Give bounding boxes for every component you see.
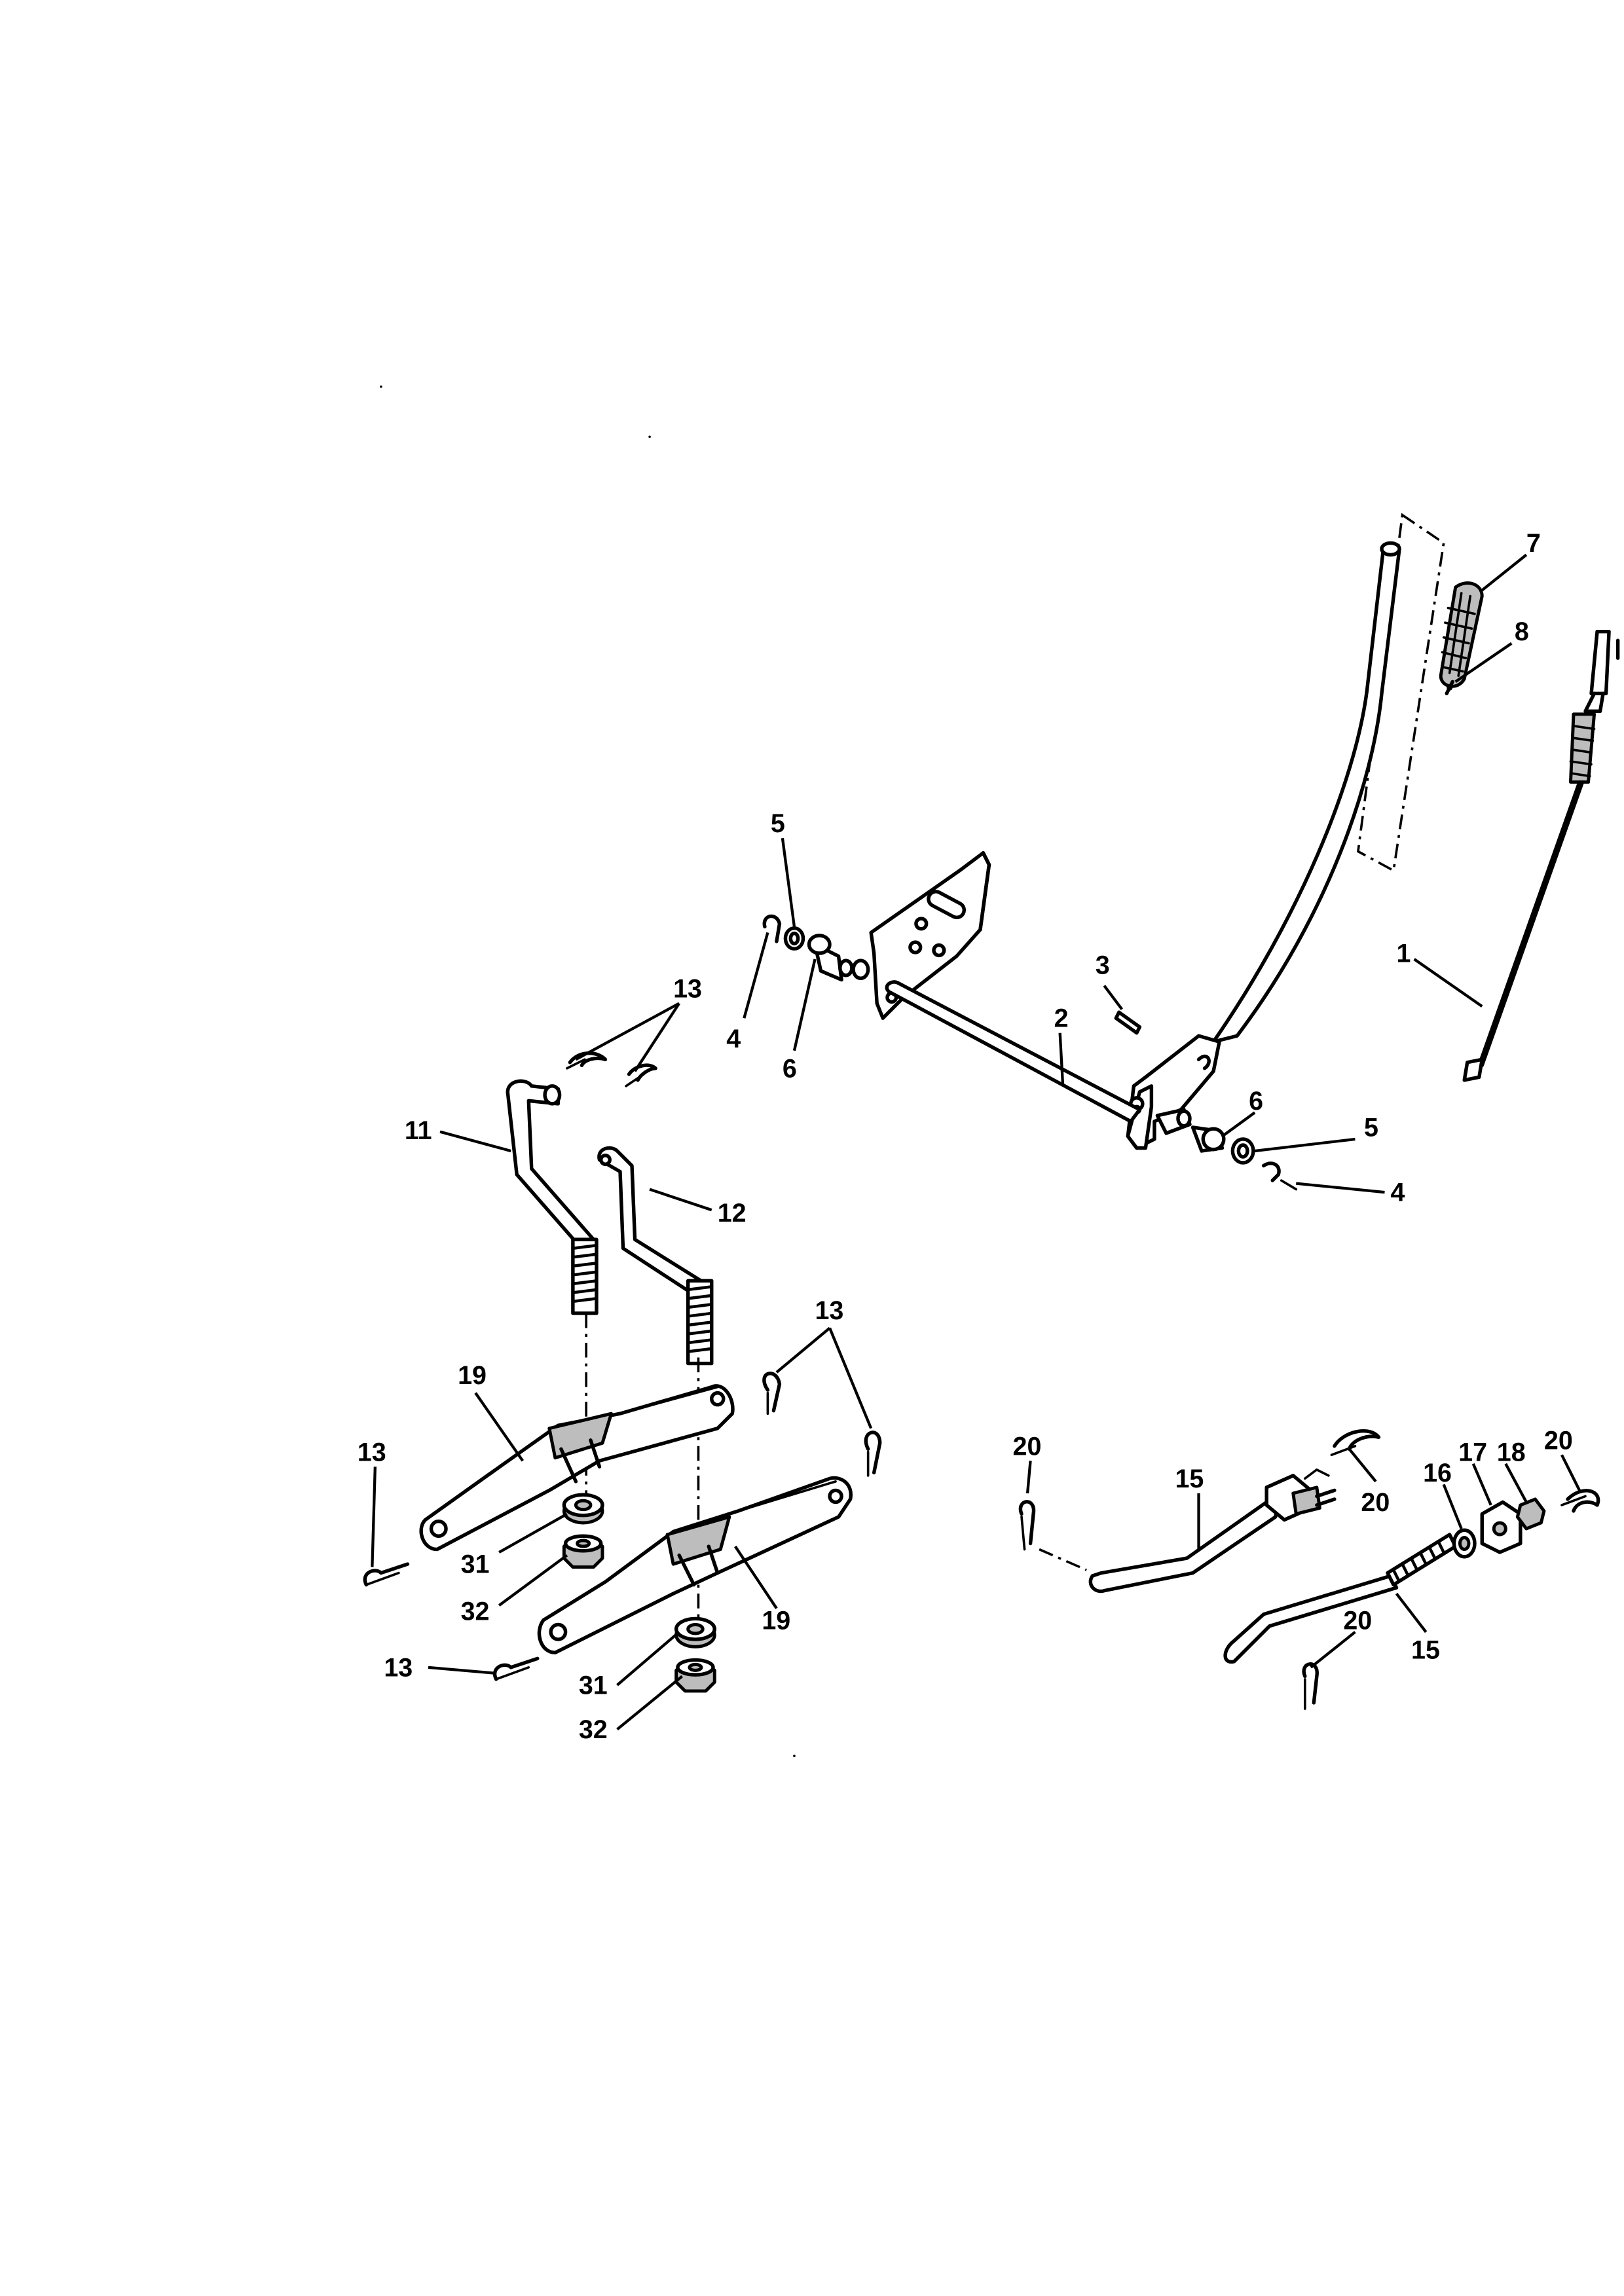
bushing-right	[1190, 1125, 1226, 1153]
callout-8: 8	[1515, 617, 1529, 646]
clip-left	[762, 914, 782, 943]
shaft-stub-left	[851, 958, 870, 981]
callout-15: 15	[1411, 1635, 1440, 1664]
callout-5: 5	[771, 809, 785, 838]
adjust-rod-lower	[1223, 1533, 1458, 1664]
washer-31-upper	[562, 1493, 604, 1525]
handle-tube-end	[1380, 541, 1401, 557]
handle-knob	[1439, 581, 1484, 688]
washer-16	[1452, 1528, 1477, 1559]
callout-32: 32	[461, 1597, 490, 1626]
handle-pivot-plate	[1126, 1084, 1154, 1150]
washer-31-lower	[674, 1616, 716, 1649]
pin-3	[1114, 1010, 1142, 1035]
callout-20: 20	[1361, 1488, 1390, 1517]
callout-labels: 7 8 1 5 4 6 3 2 6 5 4 13 11 12 13 19 13 …	[358, 529, 1573, 1744]
callout-5: 5	[1364, 1113, 1378, 1142]
nut-32-upper	[562, 1534, 604, 1569]
lift-link-11	[506, 1079, 599, 1315]
callout-31: 31	[461, 1550, 490, 1579]
lift-link-12	[597, 1146, 714, 1366]
callout-3: 3	[1096, 951, 1110, 980]
washer-right	[1230, 1137, 1255, 1165]
clips-13-arms	[363, 1372, 882, 1681]
callout-13: 13	[384, 1653, 413, 1682]
lift-plate	[869, 851, 991, 1020]
cross-shaft	[885, 980, 1142, 1123]
cable-spring	[1569, 712, 1596, 784]
callout-31: 31	[579, 1671, 608, 1700]
callout-19: 19	[762, 1606, 790, 1635]
lift-handle-assembly	[1126, 513, 1445, 1150]
callout-16: 16	[1423, 1459, 1452, 1487]
scan-specks	[380, 385, 796, 1757]
callout-18: 18	[1497, 1438, 1526, 1467]
callout-1: 1	[1397, 939, 1411, 968]
callout-12: 12	[718, 1199, 747, 1228]
lift-arm-lower	[537, 1476, 853, 1655]
clip-right	[1261, 1161, 1298, 1191]
bracket-detail	[1196, 1054, 1211, 1070]
nut-32-lower	[674, 1658, 716, 1693]
adjust-rod-upper	[1039, 1468, 1337, 1594]
callout-20: 20	[1013, 1432, 1042, 1461]
callout-13: 13	[815, 1296, 844, 1325]
link-12-thread	[686, 1279, 714, 1366]
callout-13: 13	[673, 975, 702, 1004]
plate-slot	[927, 890, 966, 920]
lift-cable	[1462, 629, 1620, 1082]
callout-17: 17	[1458, 1438, 1487, 1467]
callout-15: 15	[1175, 1465, 1204, 1493]
washer-left	[783, 926, 805, 951]
leader-lines	[371, 553, 1581, 1731]
callout-32: 32	[579, 1715, 608, 1744]
link-11-thread	[571, 1237, 599, 1315]
lift-arm-upper	[419, 1384, 735, 1552]
callout-20: 20	[1544, 1426, 1573, 1455]
block-17	[1480, 1500, 1522, 1554]
knob-pin	[1445, 680, 1454, 696]
callout-11: 11	[405, 1116, 432, 1145]
clips-20	[1018, 1429, 1600, 1710]
lift-plate-and-shaft	[851, 851, 1192, 1135]
lift-handle-tube	[1211, 541, 1401, 1044]
cable-wire	[1477, 780, 1581, 1067]
bushing-left	[807, 934, 854, 982]
callout-4: 4	[726, 1025, 741, 1053]
cable-handle-end	[1589, 629, 1611, 696]
callout-19: 19	[458, 1361, 487, 1390]
rod-thread-lower	[1386, 1533, 1458, 1587]
callout-6: 6	[783, 1054, 797, 1083]
callout-20: 20	[1343, 1606, 1372, 1635]
callout-4: 4	[1391, 1178, 1405, 1207]
cable-end-ferrule	[1462, 1057, 1484, 1082]
callout-2: 2	[1054, 1004, 1069, 1033]
callout-13: 13	[358, 1438, 386, 1467]
nut-18	[1515, 1497, 1546, 1531]
callout-7: 7	[1526, 529, 1541, 558]
callout-6: 6	[1249, 1087, 1263, 1116]
